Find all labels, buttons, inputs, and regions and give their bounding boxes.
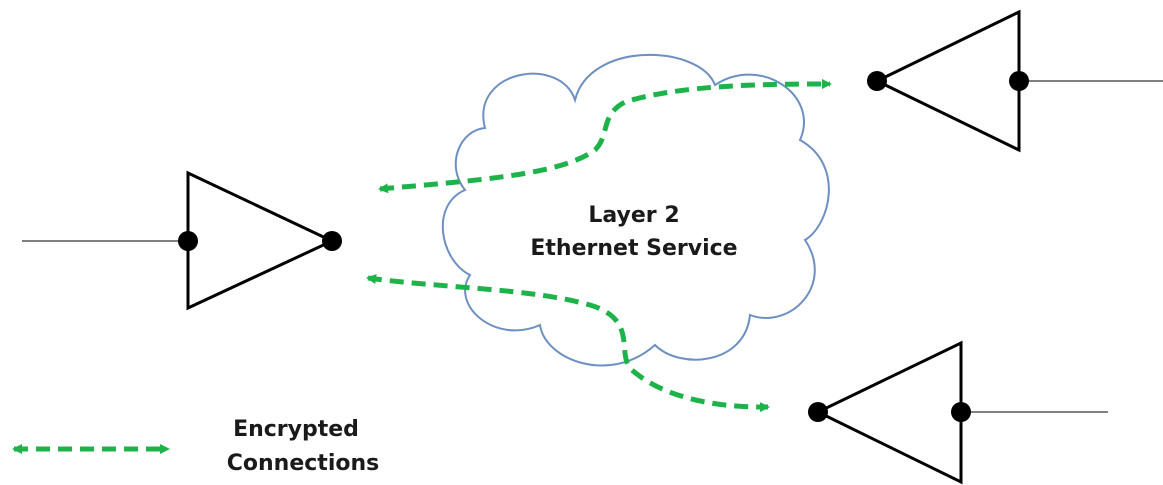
bottom-right-encryptor: [808, 340, 1108, 485]
top-right-device-triangle: [873, 9, 1021, 153]
top-right-input-dot: [867, 71, 887, 91]
top-right-port-dot: [1009, 71, 1029, 91]
bottom-right-port-dot: [951, 402, 971, 422]
cloud-title-line2: Ethernet Service: [530, 236, 737, 261]
legend-label-line1: Encrypted: [233, 417, 359, 442]
left-device-triangle: [186, 170, 336, 311]
legend: Encrypted Connections: [12, 417, 379, 476]
left-port-dot: [178, 231, 198, 251]
left-encryptor: [22, 170, 342, 311]
encrypted-connection-bottom: [366, 274, 770, 413]
legend-label-line2: Connections: [227, 451, 379, 476]
left-output-dot: [322, 231, 342, 251]
top-right-encryptor: [867, 9, 1163, 153]
bottom-right-device-triangle: [814, 340, 963, 485]
encrypted-connection-top: [378, 79, 832, 194]
cloud-title-line1: Layer 2: [588, 203, 679, 228]
bottom-right-input-dot: [808, 402, 828, 422]
